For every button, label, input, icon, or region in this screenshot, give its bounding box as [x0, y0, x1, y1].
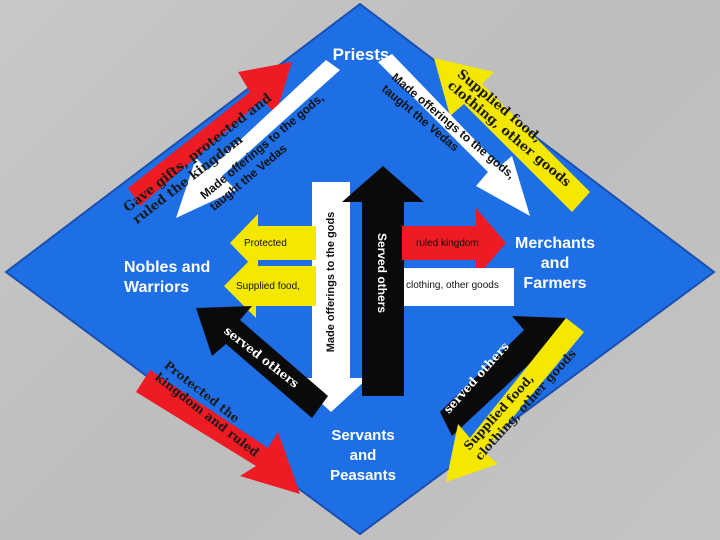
red-arrow-nobles-to-merchants	[402, 208, 506, 278]
white-arrow-merchants-to-nobles	[404, 268, 514, 306]
red-arrow-nobles-to-servants	[136, 370, 300, 494]
priests-label: Priests	[332, 45, 390, 64]
white-arrow-priests-to-merchants	[378, 54, 530, 216]
yellow-arrow-merchants-to-servants	[446, 318, 584, 482]
priests-to-servants-text: Made offerings to the gods	[325, 211, 337, 353]
merchants-label: Merchants and Farmers	[514, 235, 596, 292]
servants-to-priests-text: Served others	[375, 232, 389, 314]
black-arrow-servants-to-merchants	[440, 316, 566, 436]
clothing-goods-text: clothing, other goods	[406, 280, 499, 291]
servants-label: Servants and Peasants	[330, 427, 396, 484]
protected-text: Protected	[244, 238, 287, 249]
yellow-arrow-merchants-to-priests	[434, 58, 590, 212]
white-arrow-priests-to-nobles	[176, 60, 340, 218]
yellow-arrow-supplied-food	[224, 254, 316, 318]
red-arrow-nobles-to-priests	[128, 62, 292, 206]
yellow-arrow-merchants-to-nobles-left	[230, 214, 316, 272]
supplied-food-text: Supplied food,	[236, 281, 300, 292]
black-arrow-servants-to-priests	[342, 166, 424, 396]
nobles-label: Nobles and Warriors	[124, 259, 211, 296]
ruled-kingdom-text: ruled kingdom	[416, 238, 479, 249]
black-arrow-servants-to-nobles	[196, 306, 328, 418]
